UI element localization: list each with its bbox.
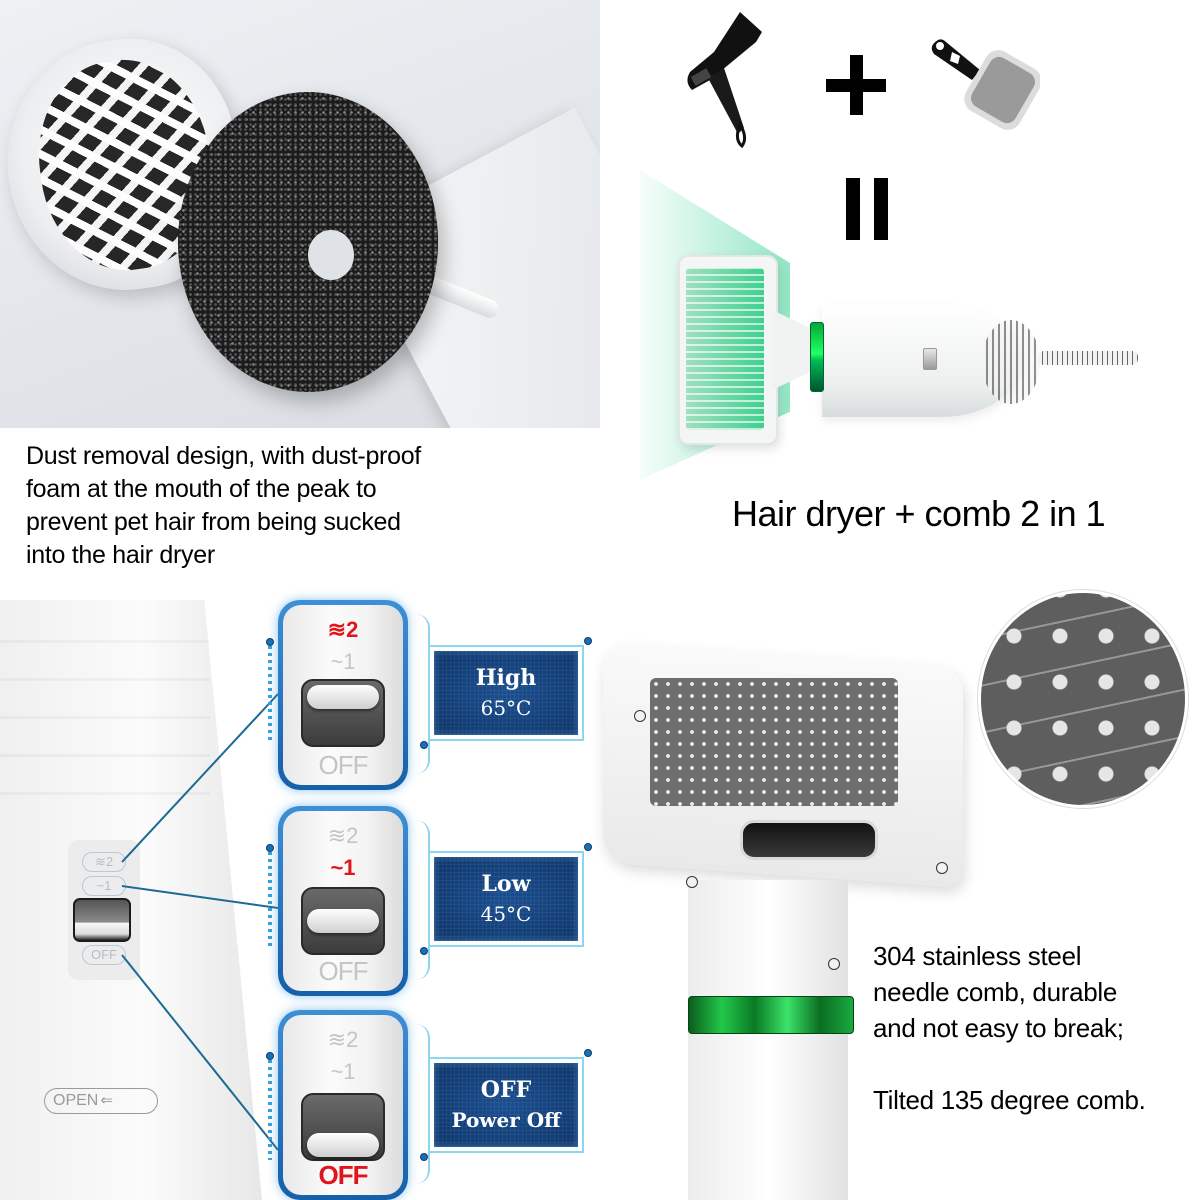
comb-bristles: [686, 268, 764, 430]
power-cable: [1038, 351, 1138, 365]
two-in-one-dryer-photo: [640, 160, 1200, 490]
switch-state-off: ≋2 ~1 OFF: [278, 1010, 430, 1200]
handle-slide-switch: [73, 898, 131, 942]
switch-state-high: ≋2 ~1 OFF: [278, 600, 430, 790]
needle-pad: [650, 678, 898, 806]
handle-label-off: OFF: [82, 945, 126, 965]
dust-proof-foam: [178, 92, 438, 392]
knob-grip: [307, 685, 379, 709]
handle-label-level2: ≋2: [82, 852, 126, 872]
mode-info-panel: High 65°C: [434, 651, 578, 735]
mode-info-panel: Low 45°C: [434, 857, 578, 941]
switch-face: ≋2 ~1 OFF: [283, 605, 403, 785]
mode-temperature: 65°C: [480, 696, 532, 720]
equals-bar: [846, 178, 860, 240]
off-label: OFF: [318, 956, 369, 986]
corner-dot: [584, 1049, 592, 1057]
level2-label: ≋2: [327, 617, 359, 642]
corner-dot: [584, 843, 592, 851]
screw-icon: [936, 862, 948, 874]
decorative-rail: [268, 852, 272, 948]
mode-temperature: 45°C: [480, 902, 532, 926]
air-outlet-slot: [740, 820, 878, 860]
caption-spacer: [873, 1046, 1200, 1082]
corner-dot: [584, 637, 592, 645]
decorative-rail: [268, 1060, 272, 1160]
decorative-rail: [268, 646, 272, 742]
switch-knob: [301, 679, 385, 747]
comb-caption: 304 stainless steel needle comb, durable…: [873, 938, 1200, 1118]
caption-line: Dust removal design, with dust-proof: [26, 442, 421, 470]
caption-line: and not easy to break;: [873, 1013, 1124, 1043]
mode-info-high: High 65°C: [420, 637, 592, 749]
level1-label: ~1: [330, 1059, 356, 1084]
foam-center-hole: [308, 230, 354, 280]
screw-icon: [634, 710, 646, 722]
switch-face: ≋2 ~1 OFF: [283, 811, 403, 991]
dust-foam-photo: [0, 0, 600, 428]
caption-line: needle comb, durable: [873, 977, 1118, 1007]
equals-bar: [874, 178, 888, 240]
switch-face: ≋2 ~1 OFF: [283, 1015, 403, 1195]
green-led-ring: [810, 322, 824, 392]
knob-grip: [307, 1133, 379, 1157]
mode-title: High: [475, 665, 537, 691]
hair-dryer-icon: [684, 8, 784, 149]
off-label: OFF: [318, 1160, 369, 1190]
level1-label: ~1: [330, 855, 356, 880]
switch-knob: [301, 887, 385, 955]
mode-detail: Power Off: [451, 1108, 561, 1132]
mode-info-panel: OFF Power Off: [434, 1063, 578, 1147]
level2-label: ≋2: [327, 823, 359, 848]
two-in-one-caption: Hair dryer + comb 2 in 1: [732, 493, 1106, 534]
arrow-left-icon: ⇐: [100, 1092, 113, 1109]
plus-icon: [826, 55, 886, 115]
slicker-brush-icon: [920, 30, 1042, 130]
switch-knob: [301, 1093, 385, 1161]
callout-connector-lines: [121, 693, 279, 1151]
equals-icon: [832, 178, 892, 244]
mode-info-off: OFF Power Off: [420, 1049, 592, 1161]
comb-handle: [688, 880, 848, 1200]
caption-line: foam at the mouth of the peak to: [26, 475, 377, 503]
caption-line: Tilted 135 degree comb.: [873, 1085, 1146, 1115]
open-latch-label: OPEN⇐: [44, 1088, 158, 1114]
mode-title: OFF: [480, 1077, 532, 1103]
knob-grip: [307, 909, 379, 933]
level1-label: ~1: [330, 649, 356, 674]
mode-title: Low: [481, 871, 531, 897]
rear-air-vent: [982, 320, 1040, 404]
rail-endpoint-dot: [266, 638, 274, 646]
off-label: OFF: [318, 750, 369, 780]
dryer-slide-switch: [923, 348, 937, 370]
rail-endpoint-dot: [266, 1052, 274, 1060]
caption-line: into the hair dryer: [26, 541, 215, 569]
corner-dot: [420, 947, 428, 955]
switch-state-low: ≋2 ~1 OFF: [278, 806, 430, 996]
mode-info-low: Low 45°C: [420, 843, 592, 955]
caption-line: prevent pet hair from being sucked: [26, 508, 401, 536]
plus-vertical-bar: [850, 55, 863, 115]
level2-label: ≋2: [327, 1027, 359, 1052]
screw-icon: [828, 958, 840, 970]
rail-endpoint-dot: [266, 844, 274, 852]
caption-line: 304 stainless steel: [873, 941, 1082, 971]
green-accent-ring: [688, 996, 854, 1034]
corner-dot: [420, 1153, 428, 1161]
corner-dot: [420, 741, 428, 749]
dust-removal-caption: Dust removal design, with dust-proof foa…: [26, 440, 586, 572]
needle-comb-photo: [600, 642, 963, 1200]
screw-icon: [686, 876, 698, 888]
needle-closeup-magnifier: [978, 590, 1188, 808]
open-text: OPEN: [53, 1092, 99, 1109]
